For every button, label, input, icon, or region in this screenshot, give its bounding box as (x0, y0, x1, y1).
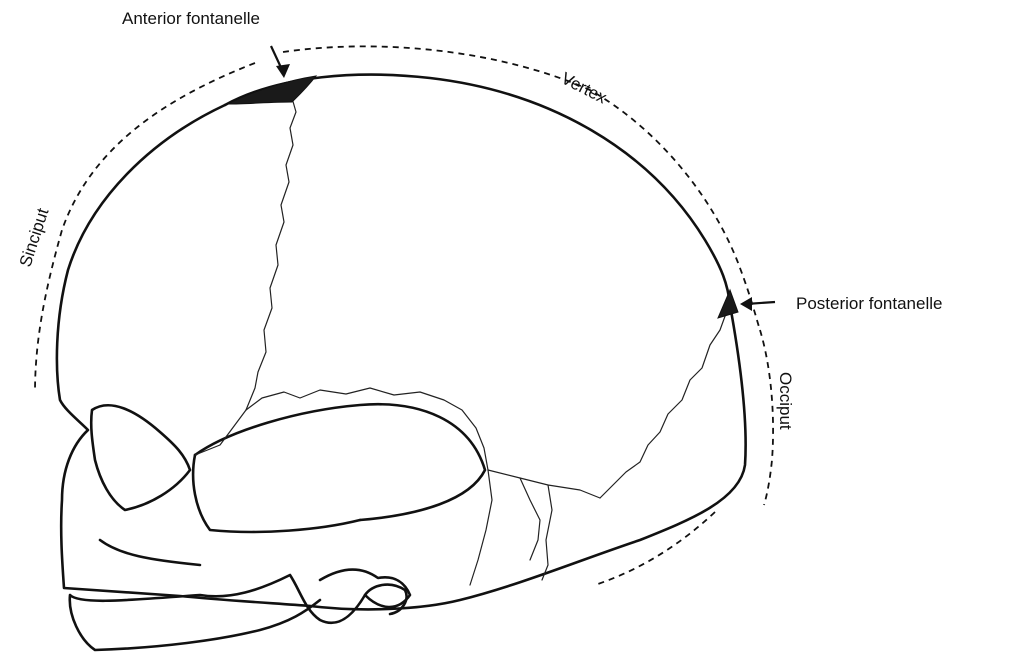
occipitomastoid-suture (488, 470, 600, 498)
vertex-region-arc (283, 46, 760, 330)
coronal-suture (246, 98, 296, 410)
lambdoid-suture (600, 308, 728, 498)
anterior-arrowhead (276, 64, 290, 78)
posterior-fontanelle-label: Posterior fontanelle (796, 294, 942, 313)
mastoid-suture (520, 478, 552, 580)
sinciput-region-arc (35, 63, 255, 392)
posterior-fontanelle-mark (718, 290, 738, 318)
occiput-region-arc (760, 330, 773, 505)
anterior-fontanelle-label: Anterior fontanelle (122, 9, 260, 28)
squamosal-suture (246, 388, 488, 470)
occiput-label: Occiput (776, 372, 795, 430)
temporal-suture (470, 470, 492, 585)
vertex-label: Vertex (558, 69, 610, 108)
temporal-ridge (195, 404, 485, 520)
anterior-fontanelle-mark (228, 76, 316, 104)
cheek-outline (100, 540, 200, 565)
orbit-outline (91, 405, 190, 510)
zygomatic-arch (193, 455, 360, 532)
posterior-arrowhead (740, 297, 752, 311)
sinciput-label: Sinciput (16, 206, 53, 270)
